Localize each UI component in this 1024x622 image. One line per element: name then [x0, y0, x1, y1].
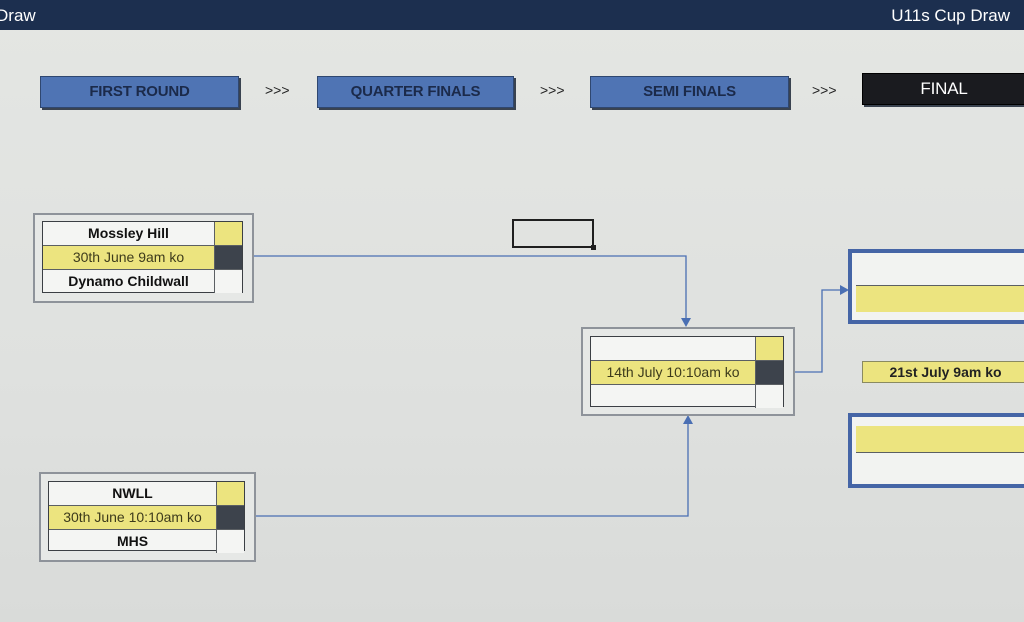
stage-final: FINAL [862, 73, 1024, 105]
arrowhead-down [681, 318, 691, 327]
stage-quarter-finals: QUARTER FINALS [317, 76, 514, 108]
match-date[interactable]: 30th June 9am ko [43, 246, 214, 270]
window-title-bar: Draw U11s Cup Draw [0, 0, 1024, 30]
window-title-right: U11s Cup Draw [891, 6, 1010, 25]
score-cell[interactable] [216, 482, 244, 506]
fill-handle[interactable] [591, 245, 596, 250]
team-away[interactable]: Dynamo Childwall [68, 273, 189, 289]
arrowhead-up [683, 415, 693, 424]
team-home[interactable]: Mossley Hill [43, 222, 214, 246]
result-cell[interactable] [214, 246, 242, 270]
final-slot-bottom[interactable] [848, 413, 1024, 488]
selected-cell[interactable] [512, 219, 596, 250]
score-cell[interactable] [755, 337, 783, 361]
score-cell[interactable] [214, 270, 242, 293]
final-date[interactable]: 21st July 9am ko [862, 361, 1024, 383]
match-card-2[interactable]: NWLL 30th June 10:10am ko MHS [48, 481, 245, 553]
final-team-cell[interactable] [856, 453, 1024, 478]
semi-final-card[interactable]: 14th July 10:10am ko [590, 336, 784, 408]
score-cell[interactable] [214, 222, 242, 246]
final-score-cell[interactable] [856, 426, 1024, 453]
connector-m2-to-semi [244, 420, 689, 517]
score-cell[interactable] [755, 385, 783, 408]
final-score-cell[interactable] [856, 286, 1024, 312]
team-home[interactable]: NWLL [49, 482, 216, 506]
arrowhead-right [840, 285, 849, 295]
stage-separator: >>> [812, 82, 837, 98]
team-away[interactable]: MHS [116, 533, 149, 549]
match-card-1[interactable]: Mossley Hill 30th June 9am ko Dynamo Chi… [42, 221, 243, 293]
stage-semi-finals: SEMI FINALS [590, 76, 789, 108]
window-title-left: Draw [0, 6, 36, 25]
team-away[interactable] [591, 385, 755, 408]
stage-first-round: FIRST ROUND [40, 76, 239, 108]
match-date[interactable]: 30th June 10:10am ko [49, 506, 216, 530]
connector-m1-to-semi [252, 255, 687, 322]
stage-separator: >>> [540, 82, 565, 98]
result-cell[interactable] [755, 361, 783, 385]
final-slot-top[interactable] [848, 249, 1024, 324]
final-team-cell[interactable] [856, 257, 1024, 286]
match-date[interactable]: 14th July 10:10am ko [591, 361, 755, 385]
stage-separator: >>> [265, 82, 290, 98]
result-cell[interactable] [216, 506, 244, 530]
connector-semi-to-final [792, 289, 845, 373]
team-home[interactable] [591, 337, 755, 361]
score-cell[interactable] [216, 530, 244, 553]
